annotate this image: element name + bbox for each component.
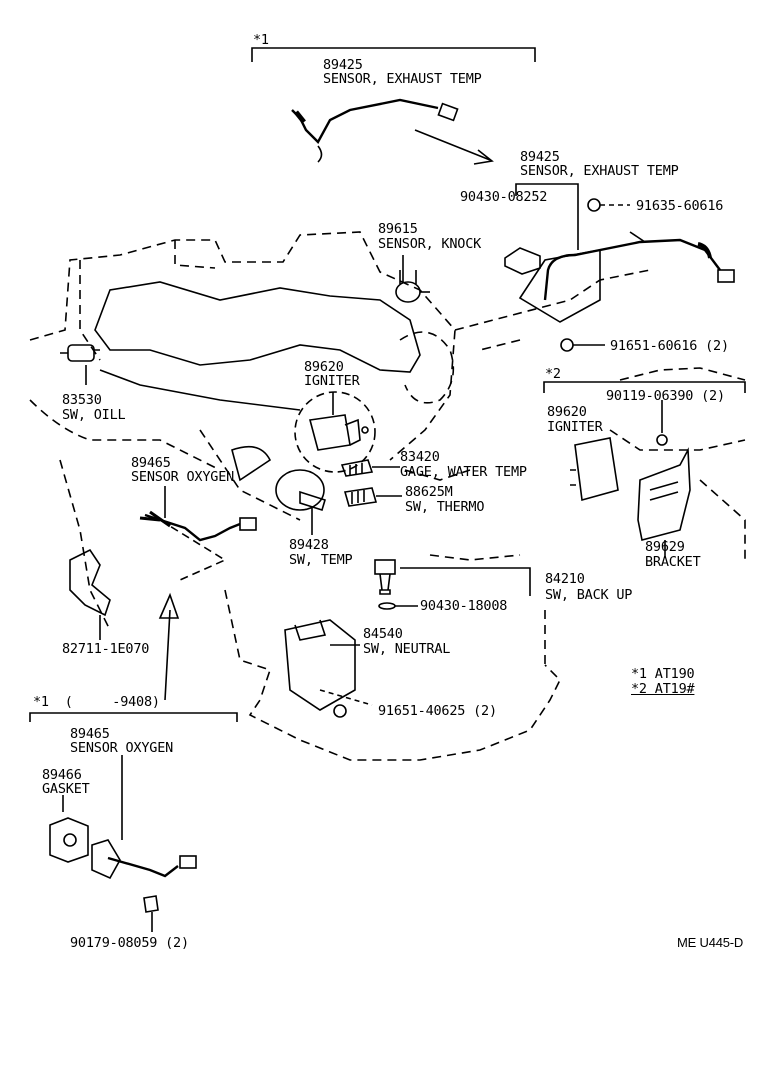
legend-line-2: *2 AT19# (631, 681, 695, 697)
bolt-igniter-icon (656, 434, 668, 446)
exhaust-temp-sensor-right (518, 231, 735, 323)
oxygen-old-name: SENSOR OXYGEN (70, 740, 174, 756)
gasket-ox-name: GASKET (42, 781, 90, 797)
igniter-area-circle (294, 391, 376, 473)
neutral-num: 84540 (363, 626, 403, 642)
temp-sw-name: SW, TEMP (289, 552, 353, 568)
oxygen-name: SENSOR OXYGEN (131, 469, 235, 485)
bolt-exh-top-num: 91635-60616 (636, 198, 724, 214)
igniter-center-icon (308, 414, 369, 451)
back-up-num: 84210 (545, 571, 585, 587)
nut-ox-num: 90179-08059 (2) (70, 935, 189, 951)
bolt-exh-bottom-icon (560, 338, 574, 352)
thermo-name: SW, THERMO (405, 499, 485, 515)
variant-bracket-right (543, 381, 746, 393)
oxygen-old-num: 89465 (70, 726, 110, 742)
oil-switch-icon (60, 344, 100, 362)
arrow-up (158, 592, 180, 701)
exhaust-temp-sensor-top (291, 98, 459, 163)
back-up-name: SW, BACK UP (545, 587, 633, 603)
back-up-switch-icon (374, 559, 396, 595)
variant-bracket-old (29, 712, 238, 722)
exhaust-temp-right-name: SENSOR, EXHAUST TEMP (520, 163, 679, 179)
thermo-num: 88625M (405, 484, 453, 500)
clamp-num: 82711-1E070 (62, 641, 150, 657)
igniter-right-icon (570, 437, 619, 502)
water-temp-name: GAGE, WATER TEMP (400, 464, 527, 480)
oxygen-num: 89465 (131, 455, 171, 471)
gasket-backup-num: 90430-18008 (420, 598, 508, 614)
bracket-icon (637, 447, 691, 541)
bolt-neutral-icon (333, 704, 347, 718)
temp-switch-icon (275, 469, 326, 512)
water-temp-num: 83420 (400, 449, 440, 465)
igniter-center-name: IGNITER (304, 373, 360, 389)
cam-cover (94, 281, 421, 373)
neutral-switch-icon (284, 619, 356, 711)
diagram-code: ME U445-D (677, 935, 744, 950)
oil-name: SW, OILL (62, 407, 126, 423)
legend-line-1: *1 AT190 (631, 666, 695, 682)
bolt-exh-top-icon (587, 198, 601, 212)
exhaust-right-leader (515, 183, 579, 250)
gasket-exh-num: 90430-08252 (460, 189, 548, 205)
clamp-icon (69, 548, 111, 617)
oxygen-sensor-icon (139, 510, 257, 542)
gasket-backup-icon (378, 602, 396, 610)
knock-num: 89615 (378, 221, 418, 237)
bolt-exh-bottom-num: 91651-60616 (2) (610, 338, 729, 354)
exhaust-temp-top-num: 89425 (323, 57, 363, 73)
exhaust-temp-right-num: 89425 (520, 149, 560, 165)
knock-sensor-icon (395, 270, 430, 303)
variant-mark-old: *1 ( -9408) (33, 694, 160, 710)
bolt-neutral-num: 91651-40625 (2) (378, 703, 497, 719)
variant-mark-2: *2 (545, 366, 561, 382)
neutral-name: SW, NEUTRAL (363, 641, 451, 657)
arrow-to-right (414, 129, 494, 165)
exhaust-temp-top-name: SENSOR, EXHAUST TEMP (323, 71, 482, 87)
bracket-name: BRACKET (645, 554, 701, 570)
variant-mark-1: *1 (253, 32, 269, 48)
oil-num: 83530 (62, 392, 102, 408)
igniter-right-name: IGNITER (547, 419, 603, 435)
water-temp-gage-icon (340, 459, 374, 477)
thermo-switch-icon (343, 487, 378, 507)
igniter-right-num: 89620 (547, 404, 587, 420)
knock-name: SENSOR, KNOCK (378, 236, 482, 252)
variant-bracket-top (251, 47, 536, 62)
bolt-igniter-num: 90119-06390 (2) (606, 388, 725, 404)
nut-ox-icon (143, 895, 159, 913)
gasket-ox-num: 89466 (42, 767, 82, 783)
igniter-center-num: 89620 (304, 359, 344, 375)
gasket-ox-icon (49, 817, 89, 863)
oxygen-sensor-old-icon (91, 839, 197, 880)
bracket-num: 89629 (645, 539, 685, 555)
temp-sw-num: 89428 (289, 537, 329, 553)
gasket-exh (504, 247, 541, 275)
